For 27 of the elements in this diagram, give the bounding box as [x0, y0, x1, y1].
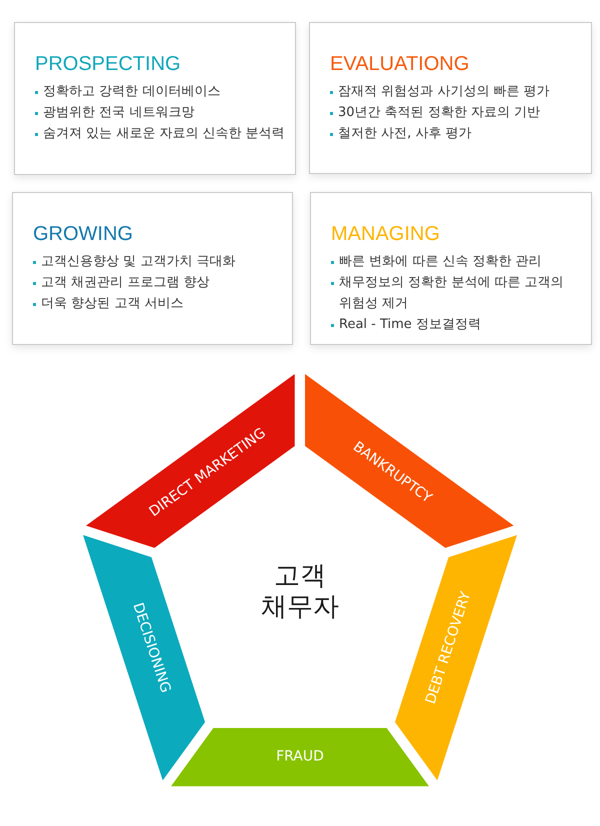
pentagon-segment — [83, 534, 206, 780]
pentagon-segment — [86, 374, 295, 548]
list-item-text: 고객신용향상 및 고객가치 극대화 — [41, 253, 236, 271]
list-item-text: 30년간 축적된 정확한 자료의 기반 — [338, 104, 540, 122]
pentagon-segment — [305, 374, 514, 548]
heading: GROWING — [33, 222, 133, 246]
segment-label: FRAUD — [276, 748, 324, 766]
heading: EVALUATIONG — [330, 52, 470, 76]
center-label: 고객 채무자 — [261, 561, 339, 623]
pentagon-segment — [394, 534, 517, 780]
list-item-text: Real - Time 정보결정력 — [339, 316, 481, 334]
list-item-text: 채무정보의 정확한 분석에 따른 고객의 위험성 제거 — [339, 274, 565, 313]
heading: MANAGING — [331, 222, 440, 246]
list-item-text: 고객 채권관리 프로그램 향상 — [41, 274, 210, 292]
list-item-text: 잠재적 위험성과 사기성의 빠른 평가 — [338, 83, 550, 101]
list-item-text: 숨겨져 있는 새로운 자료의 신속한 분석력 — [43, 125, 285, 143]
heading: PROSPECTING — [35, 52, 181, 76]
card — [310, 192, 592, 345]
card — [12, 192, 293, 345]
list-item-text: 광범위한 전국 네트워크망 — [43, 104, 194, 122]
list-item-text: 철저한 사전, 사후 평가 — [338, 125, 472, 143]
card — [14, 22, 296, 175]
card — [309, 22, 592, 174]
pentagon-segment — [170, 728, 429, 786]
list-item-text: 빠른 변화에 따른 신속 정확한 관리 — [339, 253, 542, 271]
list-item-text: 더욱 향상된 고객 서비스 — [41, 295, 184, 313]
list-item-text: 정확하고 강력한 데이터베이스 — [43, 83, 220, 101]
